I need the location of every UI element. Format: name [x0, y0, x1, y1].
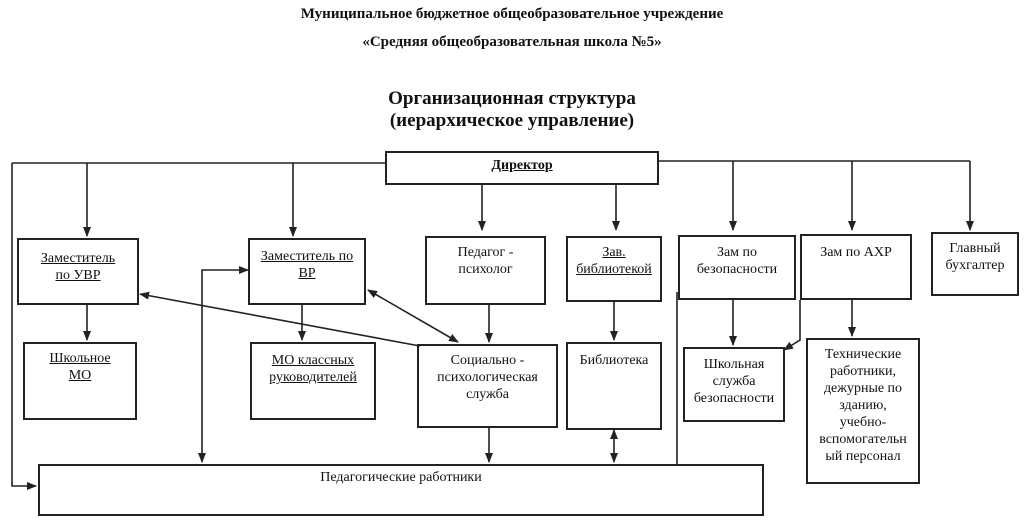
deputy-ahr-box [800, 234, 912, 300]
left-rail-arrow [11, 163, 37, 490]
ahr-to-security-arrow [783, 300, 801, 351]
library-label: Библиотека [579, 353, 649, 368]
psychologist-box [425, 236, 546, 305]
social-psych-service-label: Социально - психологическая служба [437, 353, 538, 402]
head-library-label: Зав. библиотекой [576, 245, 652, 277]
vr-social-link [367, 289, 459, 343]
school-type-heading: Муниципальное бюджетное общеобразователь… [300, 6, 724, 22]
mo-class-teachers-box [250, 342, 376, 420]
director-box [385, 151, 659, 185]
school-name-heading: «Средняя общеобразовательная школа №5» [362, 34, 662, 50]
tech-staff-label: Технические работники, дежурные по здани… [819, 347, 907, 464]
social-psych-service-box [417, 344, 558, 428]
teachers-label: Педагогические работники [320, 470, 482, 485]
chief-accountant-box [931, 232, 1019, 296]
library-box [566, 342, 662, 430]
teachers-box [38, 464, 764, 516]
diagram-subtitle: (иерархическое управление) [389, 110, 635, 131]
deputy-ahr-label: Зам по АХР [820, 245, 892, 260]
vr-to-teachers-line [198, 266, 249, 463]
chief-accountant-label: Главный бухгалтер [945, 241, 1005, 273]
school-security-service-box [683, 347, 785, 422]
mo-class-teachers-label: МО классных руководителей [269, 353, 357, 385]
school-mo-label: Школьное МО [49, 351, 111, 383]
director-label: Директор [491, 158, 553, 173]
diagram-title: Организационная структура [388, 88, 636, 109]
tech-staff-box [806, 338, 920, 484]
deputy-vr-label: Заместитель по ВР [260, 249, 354, 281]
deputy-vr-box [248, 238, 366, 305]
school-mo-box [23, 342, 137, 420]
deputy-security-label: Зам по безопасности [696, 245, 778, 277]
school-security-service-label: Школьная служба безопасности [693, 357, 775, 406]
psychologist-label: Педагог - психолог [457, 245, 514, 277]
deputy-uvr-label: Заместитель по УВР [40, 251, 116, 283]
deputy-security-box [678, 235, 796, 300]
head-library-box [566, 236, 662, 302]
deputy-uvr-box [17, 238, 139, 305]
